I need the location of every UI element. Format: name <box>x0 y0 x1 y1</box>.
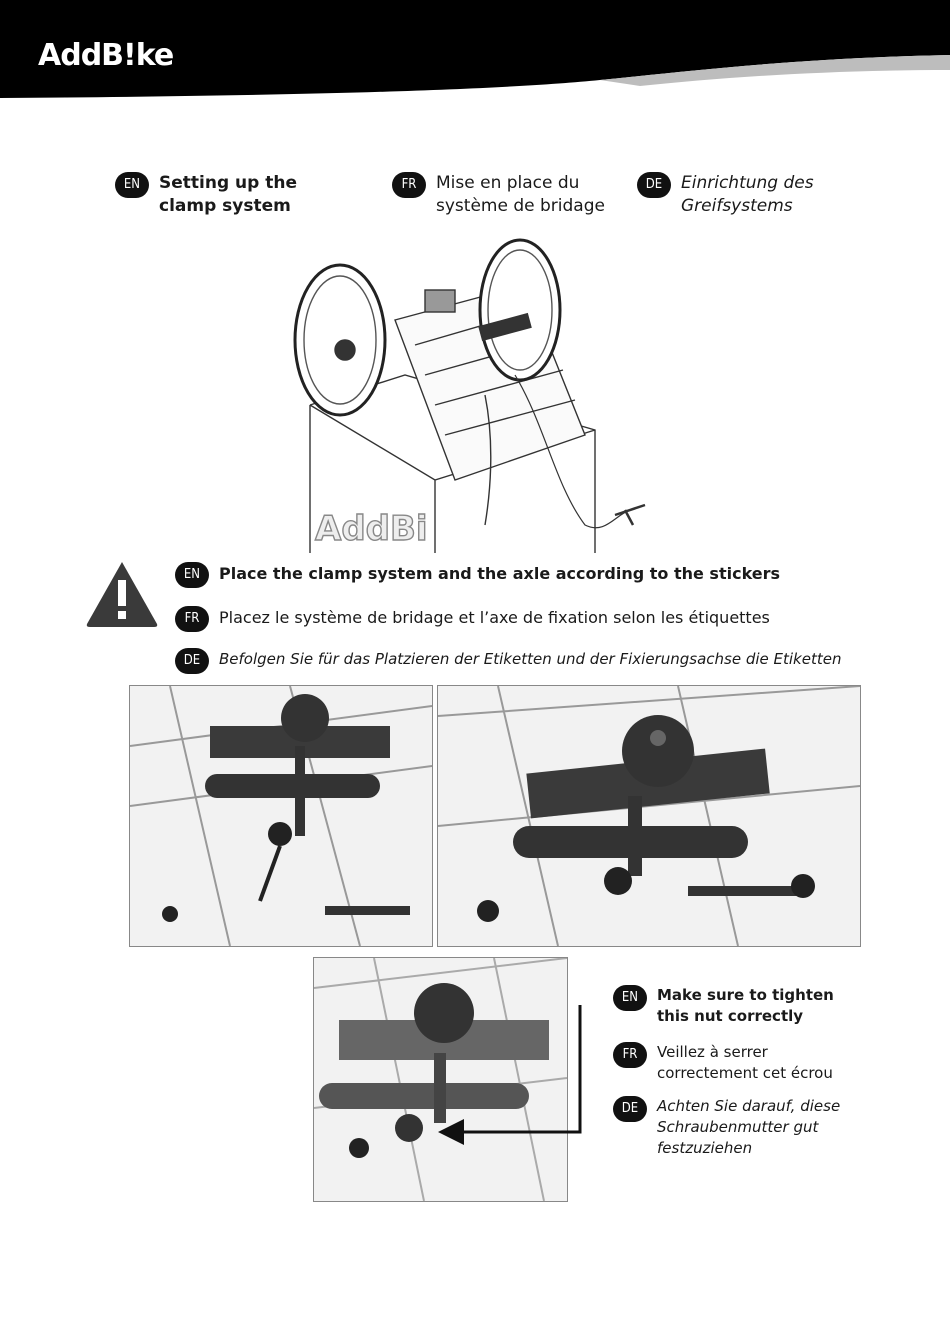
clamp-detail-figure-right <box>437 685 861 947</box>
warning-de-text: Befolgen Sie für das Platzieren der Etik… <box>219 650 842 668</box>
lang-badge-de: DE <box>613 1096 647 1122</box>
warning-fr: FR Placez le système de bridage et l’axe… <box>175 606 770 632</box>
lang-badge-de: DE <box>175 648 209 674</box>
section-title-en-text: Setting up the clamp system <box>159 173 297 216</box>
lang-badge-en: EN <box>115 172 149 198</box>
nut-detail-figure <box>313 957 568 1202</box>
lang-badge-en: EN <box>613 985 647 1011</box>
header-background <box>0 0 950 98</box>
section-title-fr-text: Mise en place du système de bridage <box>436 173 605 216</box>
pointer-arrow <box>438 1005 582 1145</box>
section-title-de-text: Einrichtung des Greifsystems <box>681 173 814 216</box>
warning-fr-text: Placez le système de bridage et l’axe de… <box>219 608 770 627</box>
clamp-detail-figure-left <box>129 685 433 947</box>
warning-de: DE Befolgen Sie für das Platzieren der E… <box>175 648 841 674</box>
addbike-logo: AddB!ke <box>38 38 174 73</box>
trailer-illustration: AddBi <box>285 225 665 553</box>
note-fr: FR Veillez à serrer correctement cet écr… <box>613 1042 863 1084</box>
note-fr-text: Veillez à serrer correctement cet écrou <box>657 1043 833 1082</box>
note-de-text: Achten Sie darauf, diese Schraubenmutter… <box>657 1097 841 1157</box>
lang-badge-fr: FR <box>613 1042 647 1068</box>
warning-icon <box>85 560 159 633</box>
section-title-en: EN Setting up the clamp system <box>115 172 355 218</box>
lang-badge-de: DE <box>637 172 671 198</box>
lang-badge-fr: FR <box>175 606 209 632</box>
section-title-de: DE Einrichtung des Greifsystems <box>637 172 827 218</box>
lang-badge-fr: FR <box>392 172 426 198</box>
lang-badge-en: EN <box>175 562 209 588</box>
header-banner: AddB!ke <box>0 0 950 100</box>
note-de: DE Achten Sie darauf, diese Schraubenmut… <box>613 1096 863 1159</box>
svg-text:AddBi: AddBi <box>315 509 428 549</box>
section-title-fr: FR Mise en place du système de bridage <box>392 172 612 218</box>
note-en-text: Make sure to tighten this nut correctly <box>657 986 834 1025</box>
note-en: EN Make sure to tighten this nut correct… <box>613 985 863 1027</box>
warning-en-text: Place the clamp system and the axle acco… <box>219 564 781 583</box>
warning-en: EN Place the clamp system and the axle a… <box>175 562 780 588</box>
